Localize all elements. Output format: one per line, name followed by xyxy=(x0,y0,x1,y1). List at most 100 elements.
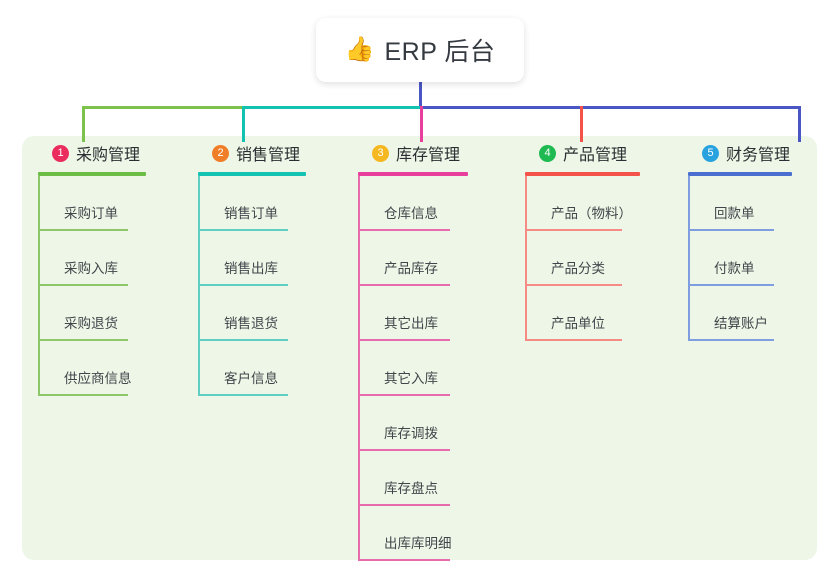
connector-bus-left xyxy=(82,106,242,109)
menu-item-label: 其它入库 xyxy=(384,371,438,386)
menu-item[interactable]: 采购退货 xyxy=(38,286,186,341)
menu-item-label: 回款单 xyxy=(714,206,755,221)
menu-item-label: 产品分类 xyxy=(551,261,605,276)
column-badge-2: 2 xyxy=(212,144,229,162)
menu-item-rule xyxy=(38,339,128,341)
column-title-2: 销售管理 xyxy=(236,147,301,164)
menu-item-rule xyxy=(38,284,128,286)
menu-item[interactable]: 客户信息 xyxy=(198,341,346,396)
menu-item[interactable]: 库存盘点 xyxy=(358,451,508,506)
menu-item[interactable]: 销售出库 xyxy=(198,231,346,286)
menu-item-label: 仓库信息 xyxy=(384,206,438,221)
connector-bus-right xyxy=(420,106,800,109)
column-2: 2 销售管理销售订单销售出库销售退货客户信息 xyxy=(198,140,346,396)
connector-drop-3 xyxy=(420,106,423,142)
content-panel xyxy=(22,136,817,560)
column-spine-4 xyxy=(525,176,527,341)
menu-item[interactable]: 其它入库 xyxy=(358,341,508,396)
menu-item-rule xyxy=(358,394,450,396)
menu-item-label: 结算账户 xyxy=(714,316,768,331)
menu-item[interactable]: 采购订单 xyxy=(38,176,186,231)
menu-item[interactable]: 付款单 xyxy=(688,231,832,286)
column-items-1: 采购订单采购入库采购退货供应商信息 xyxy=(38,176,186,396)
menu-item-rule xyxy=(358,449,450,451)
column-spine-5 xyxy=(688,176,690,341)
root-node-card[interactable]: 👍 ERP 后台 xyxy=(316,18,524,82)
root-title: ERP 后台 xyxy=(384,38,496,66)
menu-item-label: 产品单位 xyxy=(551,316,605,331)
menu-item-rule xyxy=(358,339,450,341)
menu-item[interactable]: 出库库明细 xyxy=(358,506,508,561)
menu-item-rule xyxy=(198,229,288,231)
menu-item-rule xyxy=(358,504,450,506)
menu-item-rule xyxy=(358,559,450,561)
menu-item-label: 销售订单 xyxy=(224,206,278,221)
column-5: 5 财务管理回款单付款单结算账户 xyxy=(688,140,832,341)
menu-item[interactable]: 供应商信息 xyxy=(38,341,186,396)
menu-item-label: 付款单 xyxy=(714,261,755,276)
menu-item-label: 其它出库 xyxy=(384,316,438,331)
menu-item-rule xyxy=(38,229,128,231)
menu-item-rule xyxy=(688,339,774,341)
menu-item[interactable]: 产品（物料） xyxy=(525,176,680,231)
column-header-1[interactable]: 1 采购管理 xyxy=(38,140,186,166)
menu-item-label: 出库库明细 xyxy=(384,536,452,551)
column-1: 1 采购管理采购订单采购入库采购退货供应商信息 xyxy=(38,140,186,396)
column-header-5[interactable]: 5 财务管理 xyxy=(688,140,832,166)
menu-item[interactable]: 仓库信息 xyxy=(358,176,508,231)
menu-item-label: 产品（物料） xyxy=(551,206,632,221)
menu-item[interactable]: 产品单位 xyxy=(525,286,680,341)
menu-item-label: 库存盘点 xyxy=(384,481,438,496)
thumbs-up-icon: 👍 xyxy=(344,36,375,63)
column-spine-2 xyxy=(198,176,200,396)
menu-item[interactable]: 销售订单 xyxy=(198,176,346,231)
column-items-2: 销售订单销售出库销售退货客户信息 xyxy=(198,176,346,396)
column-badge-5: 5 xyxy=(702,144,719,162)
column-badge-4: 4 xyxy=(539,144,556,162)
menu-item-rule xyxy=(525,339,622,341)
connector-drop-2 xyxy=(242,106,245,142)
menu-item[interactable]: 回款单 xyxy=(688,176,832,231)
column-title-5: 财务管理 xyxy=(726,147,791,164)
menu-item-label: 供应商信息 xyxy=(64,371,132,386)
menu-item-rule xyxy=(198,394,288,396)
column-title-4: 产品管理 xyxy=(563,147,628,164)
menu-item[interactable]: 库存调拨 xyxy=(358,396,508,451)
column-title-1: 采购管理 xyxy=(76,147,141,164)
menu-item-label: 库存调拨 xyxy=(384,426,438,441)
column-badge-1: 1 xyxy=(52,144,69,162)
menu-item[interactable]: 采购入库 xyxy=(38,231,186,286)
column-items-5: 回款单付款单结算账户 xyxy=(688,176,832,341)
column-badge-3: 3 xyxy=(372,144,389,162)
menu-item-rule xyxy=(525,229,622,231)
menu-item-label: 销售退货 xyxy=(224,316,278,331)
menu-item-rule xyxy=(525,284,622,286)
menu-item-label: 采购订单 xyxy=(64,206,118,221)
menu-item[interactable]: 其它出库 xyxy=(358,286,508,341)
connector-bus-mid xyxy=(242,106,420,109)
menu-item-label: 客户信息 xyxy=(224,371,278,386)
menu-item-label: 销售出库 xyxy=(224,261,278,276)
menu-item-rule xyxy=(198,339,288,341)
menu-item-label: 产品库存 xyxy=(384,261,438,276)
column-rule-3 xyxy=(358,172,468,176)
column-items-4: 产品（物料） 产品分类产品单位 xyxy=(525,176,680,341)
menu-item[interactable]: 销售退货 xyxy=(198,286,346,341)
column-rule-4 xyxy=(525,172,640,176)
menu-item-label: 采购入库 xyxy=(64,261,118,276)
column-items-3: 仓库信息产品库存其它出库其它入库库存调拨库存盘点出库库明细 xyxy=(358,176,508,561)
menu-item[interactable]: 产品分类 xyxy=(525,231,680,286)
menu-item[interactable]: 产品库存 xyxy=(358,231,508,286)
connector-drop-4 xyxy=(580,106,583,142)
column-rule-2 xyxy=(198,172,306,176)
menu-item-rule xyxy=(198,284,288,286)
menu-item-label: 采购退货 xyxy=(64,316,118,331)
column-header-2[interactable]: 2 销售管理 xyxy=(198,140,346,166)
column-header-4[interactable]: 4 产品管理 xyxy=(525,140,680,166)
connector-drop-1 xyxy=(82,106,85,142)
menu-item-rule xyxy=(688,284,774,286)
menu-item-rule xyxy=(358,229,450,231)
menu-item[interactable]: 结算账户 xyxy=(688,286,832,341)
